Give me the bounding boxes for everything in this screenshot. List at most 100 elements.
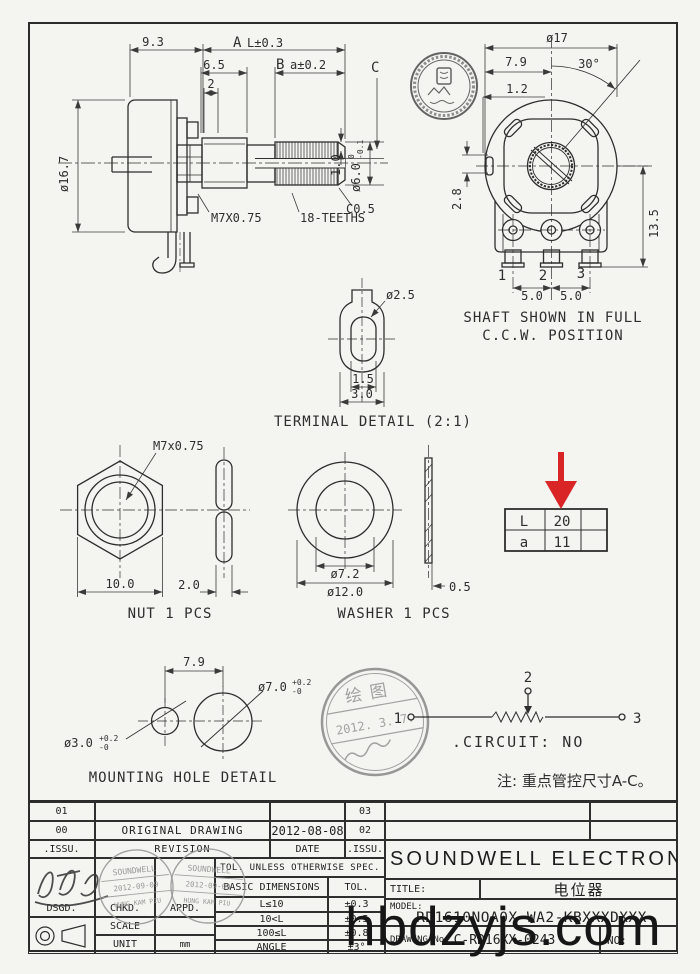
tol-r1-val: ±0.3: [328, 897, 385, 912]
washer-labels: ø7.2 ø12.0 0.5 WASHER 1 PCS: [327, 567, 471, 622]
watermark: hbdzyjs.com: [345, 895, 662, 957]
tol-basic-header: BASIC DIMENSIONS: [215, 877, 328, 897]
circuit-caption: .CIRCUIT: NO: [452, 733, 584, 751]
model-label: MODEL:: [390, 902, 423, 912]
company-name: SOUNDWELL ELECTRONICS: [390, 848, 677, 870]
dim-dia-16-7: ø16.7: [57, 156, 71, 192]
dim-dia-2-5: ø2.5: [386, 288, 415, 302]
drawing-stamp-icon: 绘图 2012. 3. 7.: [320, 667, 430, 777]
tol-header: TOL. UNLESS OTHERWISE SPEC.: [215, 858, 385, 877]
size-table-text: L 20 a 11: [520, 514, 571, 551]
rev-r2-desc2: [385, 821, 590, 840]
tol-r1-dim: L≤10: [215, 897, 328, 912]
key-dimension-note: 注: 重点管控尺寸A-C。: [497, 772, 653, 790]
dim-7-9-front: 7.9: [505, 55, 527, 69]
rev-r2-date: 2012-08-08: [270, 821, 345, 840]
nut-view: [60, 445, 250, 578]
dim-dia-7-0: ø7.0: [258, 680, 287, 694]
circuit-diagram: [407, 687, 626, 724]
chamfer-label: C0.5: [346, 202, 375, 216]
scale-value: [155, 917, 215, 935]
size-row1-value: 20: [554, 514, 571, 530]
tol-r2-val: ±0.5: [328, 912, 385, 926]
dim-2: 2: [207, 77, 214, 91]
teeth-label: 18-TEETHS: [300, 211, 365, 225]
dim-9-3: 9.3: [142, 35, 164, 49]
rev-head-date: DATE: [270, 840, 345, 858]
dim-dia-shaft: ø6.0: [349, 163, 363, 192]
dim-dia-12-0: ø12.0: [327, 585, 363, 599]
sheet-border: [28, 22, 678, 952]
tol-r2-dim: 10<L: [215, 912, 328, 926]
washer-dimensions: [296, 537, 445, 590]
nut-caption: NUT 1 PCS: [128, 606, 213, 622]
rev-head-revision: REVISION: [95, 840, 270, 858]
tol-r3-dim: 100≤L: [215, 926, 328, 940]
approval-seal-icon: [410, 52, 478, 120]
projection-symbol-icon: [34, 923, 86, 948]
dim-13-5: 13.5: [647, 209, 661, 238]
dim-2-0: 2.0: [178, 578, 200, 592]
side-view-labels: 9.3 A L±0.3 6.5 B a±0.2 2 ø16.7 1.0 ø6.0…: [57, 35, 379, 225]
angle-30: 30°: [578, 57, 600, 71]
circuit-pin3: 3: [633, 711, 641, 727]
pin1-label: 1: [498, 268, 506, 284]
stamp-line2: 2012. 3. 7.: [335, 710, 416, 738]
rev-head-issu: .ISSU.: [28, 840, 95, 858]
pitch2-label: 5.0: [560, 289, 582, 303]
rev-r2-issu2: 02: [345, 821, 385, 840]
dim-1-2: 1.2: [506, 82, 528, 96]
front-view-dimensions: [462, 44, 648, 291]
dim-dia-17: ø17: [546, 31, 568, 45]
drawing-no-value: C-RD16XX-0243: [453, 932, 556, 948]
rev-r2-issu: 00: [28, 821, 95, 840]
dim-10-0: 10.0: [106, 577, 135, 591]
rev-head-issu2: .ISSU.: [345, 840, 385, 858]
company-cell: SOUNDWELL ® SOUNDWELL ELECTRONICS: [385, 840, 678, 879]
tol-col-header: TOL.: [328, 877, 385, 897]
dim-0-5: 0.5: [449, 580, 471, 594]
model-value: RD1610NOA0X-WA2-KBXXXDXXX: [416, 909, 647, 926]
circuit-pin2: 2: [524, 670, 532, 686]
mounting-caption: MOUNTING HOLE DETAIL: [89, 770, 278, 786]
dim-1-5: 1.5: [352, 372, 374, 386]
rev-r1-issu2: 03: [345, 802, 385, 821]
tol-r4-dim: ANGLE: [215, 940, 328, 954]
no-label: NO:: [600, 926, 678, 954]
drawing-area: 9.3 A L±0.3 6.5 B a±0.2 2 ø16.7 1.0 ø6.0…: [57, 31, 661, 790]
circuit-pin1: 1: [394, 711, 402, 727]
size-table: [504, 508, 608, 552]
rev-r1-desc2: [385, 802, 590, 821]
mounting-hole-dimensions: [164, 666, 224, 703]
dim-a: A: [233, 35, 242, 51]
rev-r2-desc: ORIGINAL DRAWING: [95, 821, 270, 840]
drawing-no-cell: DRAWING No: C-RD16XX-0243: [385, 926, 600, 954]
shaft-caption-1: SHAFT SHOWN IN FULL: [463, 310, 642, 326]
unit-label: UNIT: [95, 935, 155, 954]
dim-2-8: 2.8: [450, 188, 464, 210]
projection-symbol-cell: [28, 917, 95, 954]
washer-caption: WASHER 1 PCS: [337, 606, 450, 622]
front-view: [476, 36, 652, 300]
tol-r3-val: ±0.8: [328, 926, 385, 940]
scale-label: SCALE: [95, 917, 155, 935]
dim-dia-7-2: ø7.2: [331, 567, 360, 581]
size-row1-key: L: [520, 514, 528, 530]
dim-dia-7-0-tol-bot: -0: [292, 687, 302, 696]
side-view-dimensions: [72, 44, 384, 233]
unit-value: mm: [155, 935, 215, 954]
nut-thread-label: M7x0.75: [153, 439, 204, 453]
dim-7-9-mount: 7.9: [183, 655, 205, 669]
nut-dimensions: [77, 452, 248, 597]
rev-r1-date: [270, 802, 345, 821]
rev-r1-issu: 01: [28, 802, 95, 821]
title-label: TITLE:: [385, 879, 480, 899]
chkd-cell: CHKD.: [95, 858, 155, 917]
side-view: [58, 99, 388, 274]
title-value: 电位器: [480, 879, 678, 899]
dim-3-0: 3.0: [351, 387, 373, 401]
dim-1-0: 1.0: [329, 154, 343, 176]
size-row2-value: 11: [554, 535, 571, 551]
tol-r4-val: ±3°: [328, 940, 385, 954]
size-row2-key: a: [520, 535, 528, 551]
